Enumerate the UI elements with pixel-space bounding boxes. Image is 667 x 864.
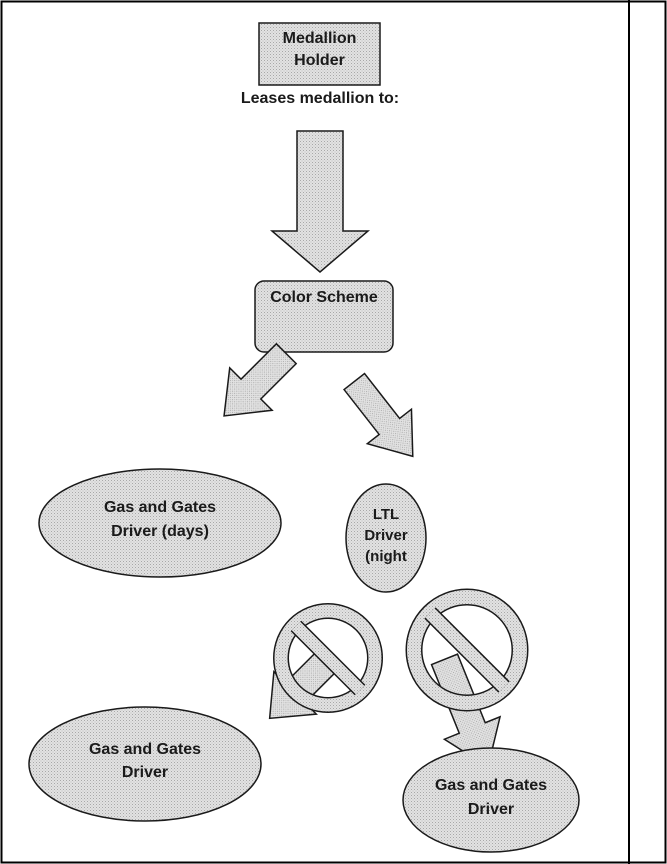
color-scheme-box — [254, 280, 394, 353]
leases-caption: Leases medallion to: — [240, 90, 400, 107]
arrow-to-ltl-driver — [342, 372, 414, 458]
gas-gates-left-oval — [28, 706, 262, 822]
arrow-to-gas-gates-days — [223, 342, 298, 417]
ltl-driver-line2: Driver — [364, 527, 408, 544]
gas-gates-days-label: Gas and Gates Driver (days) — [50, 496, 270, 544]
gas-gates-left-line1: Gas and Gates — [88, 741, 202, 758]
medallion-holder-line1: Medallion — [282, 30, 357, 47]
ltl-driver-line3: (night — [365, 548, 407, 565]
gas-gates-right-oval — [402, 747, 580, 853]
down-arrow — [269, 130, 371, 273]
gas-gates-left-line2: Driver — [121, 764, 169, 781]
ltl-driver-label: LTL Driver (night — [346, 504, 426, 567]
prohibited-icon — [273, 603, 383, 713]
gas-gates-days-line2: Driver (days) — [111, 523, 209, 540]
medallion-holder-box — [258, 22, 381, 86]
gas-gates-left-label: Gas and Gates Driver — [35, 738, 255, 784]
gas-gates-right-line1: Gas and Gates — [434, 777, 548, 794]
gas-gates-right-label: Gas and Gates Driver — [403, 774, 579, 822]
color-scheme-label: Color Scheme — [270, 289, 378, 306]
ltl-driver-line1: LTL — [372, 506, 400, 523]
prohibited-icon — [405, 588, 529, 712]
gas-gates-days-oval — [38, 468, 282, 578]
medallion-holder-label: Medallion Holder — [259, 28, 380, 72]
gas-gates-right-line2: Driver — [467, 801, 515, 818]
gas-gates-days-line1: Gas and Gates — [103, 499, 217, 516]
arrow-to-gas-gates-left — [268, 643, 345, 720]
medallion-holder-line2: Holder — [294, 52, 345, 69]
ltl-driver-circle — [345, 483, 427, 593]
